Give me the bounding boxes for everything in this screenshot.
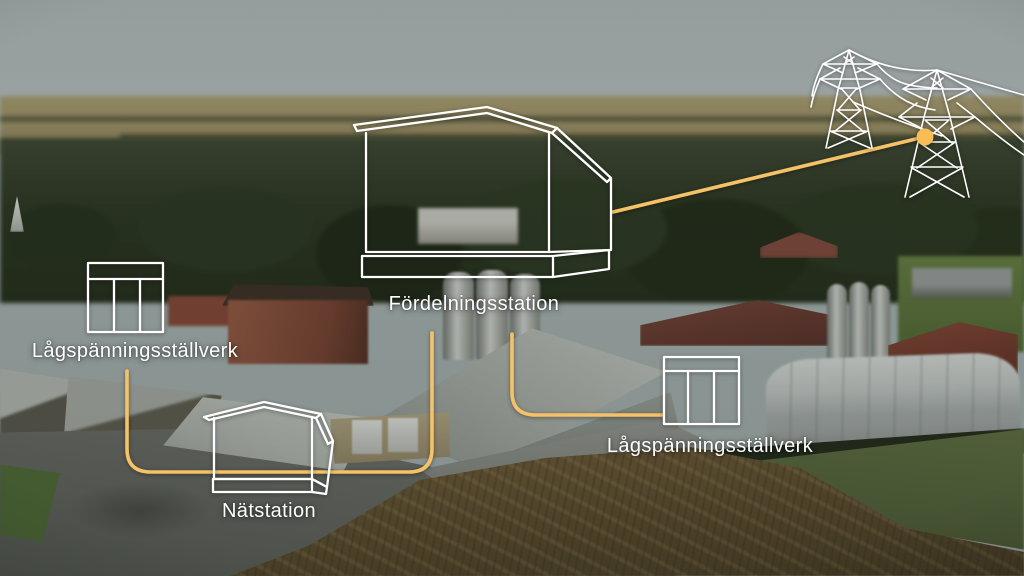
wire xyxy=(810,63,824,108)
side-wall xyxy=(547,176,613,254)
garage-door xyxy=(388,418,418,452)
cabinet-outline xyxy=(662,355,741,426)
base-side xyxy=(551,248,611,279)
pylon-arm-ties xyxy=(898,102,976,130)
grain-silo xyxy=(871,285,890,360)
pylon-braces xyxy=(909,120,965,198)
label-distribution-station: Fördelningsstation xyxy=(388,293,560,315)
low-voltage-switchgear-icon-right xyxy=(662,355,741,426)
wire xyxy=(974,116,1024,156)
base-front xyxy=(360,254,555,279)
base-side xyxy=(310,477,329,496)
pylon-arm-ties xyxy=(819,67,881,90)
hedgerow xyxy=(120,134,1024,141)
wire xyxy=(848,49,938,72)
roof-gable xyxy=(202,400,323,422)
label-network-station: Nätstation xyxy=(221,500,317,522)
cabinet-dividers xyxy=(686,369,716,426)
grain-silo xyxy=(849,282,869,360)
wire xyxy=(936,69,1024,96)
pylon-left xyxy=(819,49,881,149)
connection-line-grid xyxy=(611,135,926,214)
asphalt-stain xyxy=(40,470,240,550)
grain-silo xyxy=(827,284,847,360)
hedgerow xyxy=(0,116,1024,122)
label-low-voltage-switchgear-left: Lågspänningsställverk xyxy=(31,340,239,362)
base-front xyxy=(211,477,314,494)
front-wall xyxy=(364,131,551,254)
pylon-arm-ties xyxy=(902,69,972,101)
side-roof-edge xyxy=(550,126,613,184)
power-connection-lines xyxy=(125,135,926,474)
roof-gable xyxy=(352,105,559,135)
distribution-station-building-icon xyxy=(352,105,613,279)
connection-line-right xyxy=(510,332,664,417)
wire xyxy=(876,63,938,89)
connection-line-left xyxy=(125,331,434,474)
grain-silo xyxy=(443,272,474,360)
low-voltage-switchgear-icon-left xyxy=(86,261,165,334)
pylon-ties xyxy=(831,87,867,132)
garage-door xyxy=(352,420,382,454)
pylon-brace xyxy=(843,56,855,65)
wire xyxy=(879,78,936,111)
wire xyxy=(852,101,943,137)
side-roof-edge xyxy=(314,412,335,446)
label-low-voltage-switchgear-right: Lågspänningsställverk xyxy=(606,435,814,457)
network-station-building-icon xyxy=(202,400,335,496)
brick-building xyxy=(228,300,368,364)
cabinet-outline xyxy=(86,261,165,334)
cabinet-dividers xyxy=(112,277,142,334)
front-wall xyxy=(212,415,314,481)
grain-silo xyxy=(476,270,508,360)
building-outlines xyxy=(86,105,741,496)
transmission-towers-icon xyxy=(810,49,1024,198)
pylon-brace xyxy=(930,77,944,89)
village-houses xyxy=(418,208,518,244)
power-wires xyxy=(810,49,1024,156)
wire xyxy=(970,88,1024,143)
far-shed xyxy=(912,268,1012,298)
pylon-braces xyxy=(827,87,871,149)
grid-connection-dot xyxy=(916,128,934,146)
